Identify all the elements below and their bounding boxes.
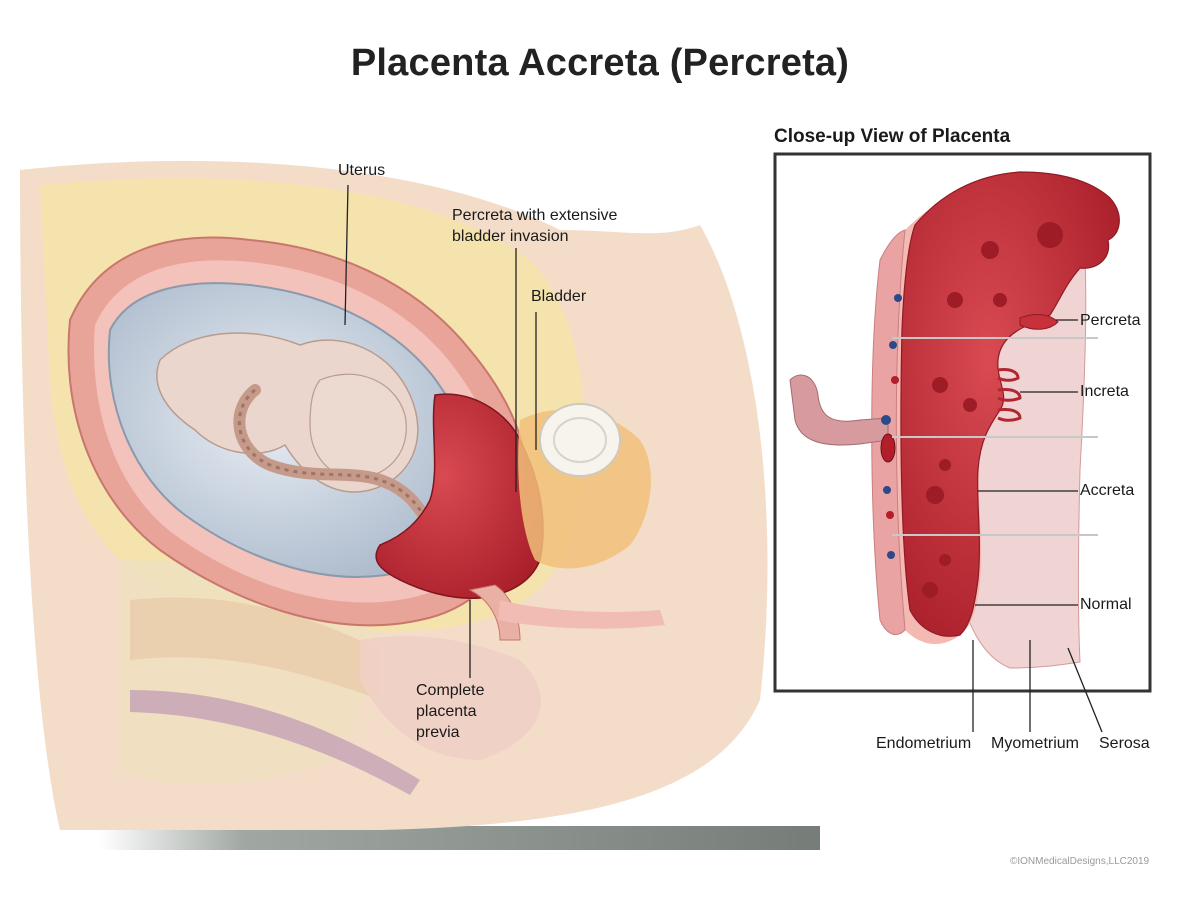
vaginal-canal — [498, 600, 665, 629]
rectum — [130, 690, 420, 795]
label-endometrium: Endometrium — [876, 735, 972, 752]
label-previa-line1: Complete — [416, 682, 485, 699]
placenta-lobule — [939, 554, 951, 566]
serosa-leader — [1067, 647, 1103, 733]
placenta-lobule — [932, 377, 948, 393]
placenta-lobule — [1037, 222, 1063, 248]
vessel-dot — [894, 294, 902, 302]
closeup-cord — [789, 374, 889, 446]
label-serosa: Serosa — [1099, 735, 1150, 752]
placenta-lobule — [947, 292, 963, 308]
percreta-protrusion — [1019, 314, 1059, 330]
closeup-vessel — [880, 433, 896, 463]
pelvic-organ — [360, 636, 541, 760]
label-myometrium: Myometrium — [991, 735, 1080, 752]
label-normal: Normal — [1080, 596, 1132, 613]
vessel-dot — [886, 511, 894, 519]
umbilical-cord-twist — [238, 388, 432, 526]
label-accreta: Accreta — [1080, 482, 1135, 499]
vessel-dot — [887, 551, 895, 559]
label-previa-line3: previa — [416, 724, 460, 741]
uterus-leader — [344, 184, 349, 326]
label-previa-line2: placenta — [416, 703, 477, 720]
cervix — [468, 584, 521, 641]
label-uterus: Uterus — [338, 162, 386, 179]
placenta-lobule — [922, 582, 938, 598]
label-increta: Increta — [1080, 383, 1129, 400]
vessel-dot — [881, 415, 891, 425]
page-title: Placenta Accreta (Percreta) — [350, 42, 850, 84]
label-percreta-line1: Percreta with extensive — [452, 207, 618, 224]
placenta-lobule — [939, 459, 951, 471]
vessel-dot — [889, 341, 897, 349]
placenta-lobule — [981, 241, 999, 259]
placenta-lobule — [963, 398, 977, 412]
vessel-dot — [883, 486, 891, 494]
bladder — [539, 403, 621, 477]
spine — [130, 597, 380, 700]
vessel-dot — [891, 376, 899, 384]
label-bladder: Bladder — [531, 288, 587, 305]
placenta-lobule — [993, 293, 1007, 307]
label-percreta-line2: bladder invasion — [452, 228, 569, 245]
placenta-lobule — [926, 486, 944, 504]
bladder-inner — [553, 417, 607, 463]
closeup-title: Close-up View of Placenta — [774, 126, 1011, 147]
increta-villi — [997, 368, 1022, 422]
label-percreta: Percreta — [1080, 312, 1141, 329]
copyright-notice: ©IONMedicalDesigns,LLC2019 — [1010, 856, 1150, 867]
